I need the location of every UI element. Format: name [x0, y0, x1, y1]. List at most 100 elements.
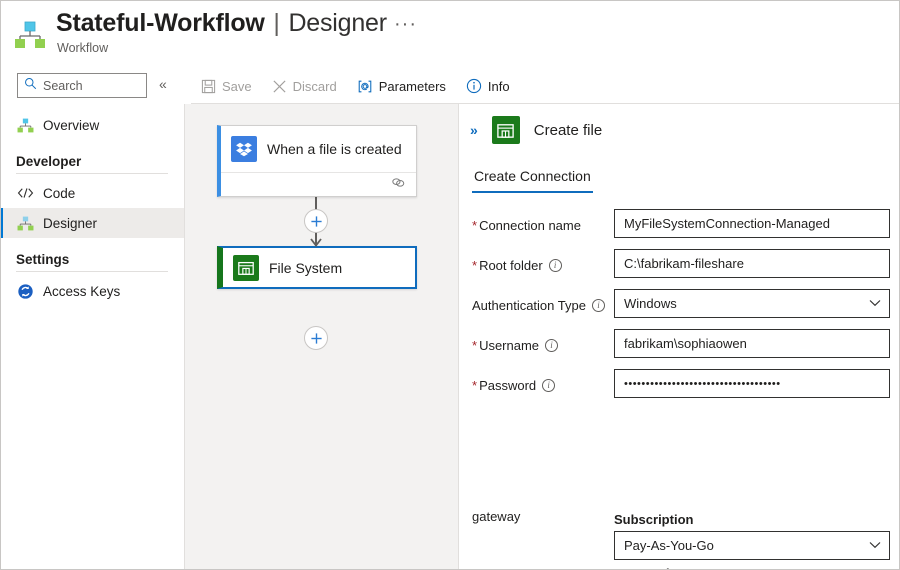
save-disk-icon	[201, 79, 216, 94]
parameters-button[interactable]: Parameters	[347, 75, 456, 98]
more-options-icon[interactable]: ···	[394, 13, 417, 35]
discard-button[interactable]: Discard	[262, 75, 347, 98]
discard-label: Discard	[292, 78, 337, 94]
sidebar-nav: Overview Developer Code	[1, 104, 184, 569]
chevron-double-right-icon[interactable]: »	[470, 122, 478, 138]
info-icon[interactable]: i	[591, 299, 605, 312]
label-text: Root folder	[479, 258, 543, 273]
panel-tabs: Create Connection	[472, 164, 593, 193]
workflow-hierarchy-icon	[16, 116, 34, 134]
authentication-type-select[interactable]: Windows	[614, 289, 890, 318]
sync-keys-icon	[16, 282, 34, 300]
info-icon[interactable]: i	[542, 379, 556, 392]
input-value: fabrikam\sophiaowen	[624, 336, 747, 351]
field-label: Authentication Type i	[472, 298, 605, 313]
code-brackets-icon	[16, 184, 34, 202]
sidebar-divider	[184, 104, 185, 569]
sidebar-item-overview[interactable]: Overview	[1, 110, 184, 140]
search-input[interactable]: Search	[17, 73, 147, 98]
gateway-label-overflow: gateway	[472, 509, 521, 524]
trigger-node-footer	[221, 173, 416, 197]
add-step-end-button[interactable]	[304, 326, 328, 350]
sidebar-item-label: Code	[43, 185, 76, 201]
connection-name-input[interactable]: MyFileSystemConnection-Managed	[614, 209, 890, 238]
subscription-select[interactable]: Pay-As-You-Go	[614, 531, 890, 560]
title-bar: Stateful-Workflow | Designer Workflow ··…	[1, 1, 899, 67]
save-button[interactable]: Save	[191, 75, 262, 98]
command-bar: Save Discard Parameters	[191, 71, 520, 101]
sidebar-item-label: Designer	[43, 215, 98, 231]
sidebar-item-designer[interactable]: Designer	[1, 208, 184, 238]
workflow-hierarchy-icon	[16, 214, 34, 232]
field-username: * Username i fabrikam\sophiaowen	[459, 329, 899, 364]
field-label: * Root folder i	[472, 258, 562, 273]
field-label: * Username i	[472, 338, 559, 353]
select-value: Pay-As-You-Go	[624, 538, 714, 553]
connection-gateway-label: Connection Gateway	[614, 566, 743, 569]
required-asterisk: *	[472, 338, 478, 353]
password-input[interactable]: ••••••••••••••••••••••••••••••••••••	[614, 369, 890, 398]
info-label: Info	[487, 78, 510, 94]
trigger-node-divider	[221, 172, 416, 173]
info-icon[interactable]: i	[545, 339, 559, 352]
search-placeholder: Search	[43, 78, 83, 93]
subscription-label: Subscription	[614, 512, 694, 527]
tab-label: Create Connection	[474, 168, 591, 184]
input-value: MyFileSystemConnection-Managed	[624, 216, 830, 231]
info-circle-icon	[466, 78, 482, 94]
create-connection-form: * Connection name MyFileSystemConnection…	[459, 209, 899, 569]
connector-arrow-icon	[309, 234, 323, 252]
select-value: Windows	[624, 296, 677, 311]
root-folder-input[interactable]: C:\fabrikam-fileshare	[614, 249, 890, 278]
label-text: Password	[479, 378, 537, 393]
trigger-node-when-a-file-is-created[interactable]: When a file is created	[217, 125, 417, 197]
action-node-file-system[interactable]: File System	[217, 246, 417, 289]
info-icon[interactable]: i	[548, 259, 562, 272]
file-system-icon	[233, 254, 259, 281]
sidebar-group-divider	[16, 271, 168, 272]
connection-panel: » Create file Create Connection *	[458, 104, 899, 569]
username-input[interactable]: fabrikam\sophiaowen	[614, 329, 890, 358]
connection-link-icon[interactable]	[391, 176, 406, 194]
add-step-between-button[interactable]	[304, 209, 328, 233]
field-password: * Password i •••••••••••••••••••••••••••…	[459, 369, 899, 404]
plus-icon	[310, 332, 322, 344]
panel-header: » Create file	[459, 104, 899, 156]
label-text: Authentication Type	[472, 298, 586, 313]
field-authentication-type: Authentication Type i Windows	[459, 289, 899, 324]
label-text: Username	[479, 338, 540, 353]
action-node-label: File System	[269, 259, 343, 276]
field-label: * Password i	[472, 378, 556, 393]
page-subtitle: Workflow	[57, 41, 109, 55]
label-text: Connection name	[479, 218, 581, 233]
close-x-icon	[272, 79, 287, 94]
required-asterisk: *	[472, 218, 478, 233]
sidebar-item-access-keys[interactable]: Access Keys	[1, 276, 184, 306]
sidebar-item-code[interactable]: Code	[1, 178, 184, 208]
panel-title: Create file	[533, 121, 603, 139]
file-system-icon	[491, 116, 520, 144]
dropbox-icon	[231, 136, 257, 162]
chevron-down-icon	[869, 298, 881, 310]
sidebar-group-developer: Developer	[16, 154, 82, 169]
field-root-folder: * Root folder i C:\fabrikam-fileshare	[459, 249, 899, 284]
chevron-down-icon	[869, 540, 881, 552]
input-value: C:\fabrikam-fileshare	[624, 256, 744, 271]
required-asterisk: *	[472, 258, 478, 273]
save-label: Save	[222, 78, 252, 94]
workflow-canvas[interactable]: When a file is created	[185, 104, 458, 569]
sidebar-group-settings: Settings	[16, 252, 70, 267]
sidebar-group-divider	[16, 173, 168, 174]
info-button[interactable]: Info	[456, 74, 520, 98]
field-label: * Connection name	[472, 218, 581, 233]
search-icon	[24, 77, 37, 95]
toolbar-divider	[191, 103, 899, 104]
sidebar-item-label: Access Keys	[43, 283, 121, 299]
parameters-label: Parameters	[378, 78, 446, 94]
tab-create-connection[interactable]: Create Connection	[472, 164, 593, 193]
chevron-double-left-icon[interactable]: «	[159, 76, 167, 92]
input-value: ••••••••••••••••••••••••••••••••••••	[624, 377, 781, 390]
sidebar-item-label: Overview	[43, 117, 100, 133]
page-title-section: Designer	[288, 9, 387, 37]
